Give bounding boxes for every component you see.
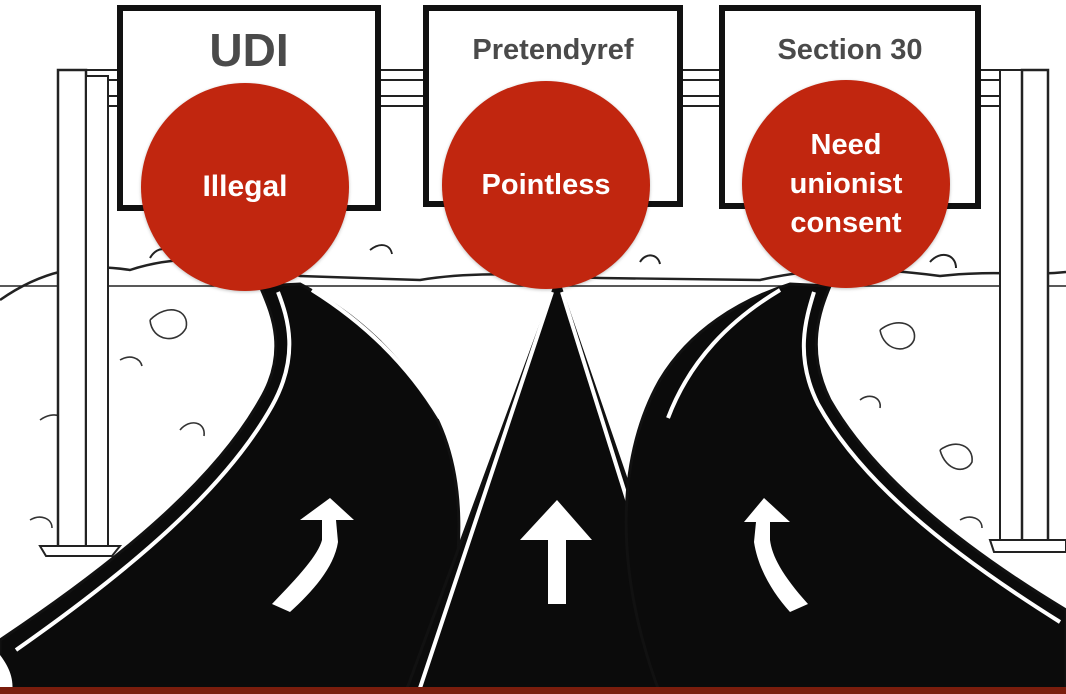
- roads: [0, 282, 1066, 694]
- scrub-marks: [29, 309, 1031, 529]
- verdict-text: Illegal: [202, 170, 288, 203]
- verdict-text: Pointless: [481, 169, 611, 201]
- verdict-badge-illegal: Illegal: [141, 83, 349, 291]
- road-right: [624, 282, 1066, 694]
- bottom-strip: [0, 687, 1066, 694]
- arrow-straight-icon: [520, 500, 592, 604]
- arrow-right-curve-icon: [744, 498, 808, 612]
- arrow-left-curve-icon: [272, 498, 354, 612]
- road-left: [0, 282, 461, 694]
- sign-gantry: [38, 68, 1066, 557]
- sign-label-section-30: Section 30: [777, 34, 923, 66]
- verdict-badge-need-unionist-consent: Need unionist consent: [742, 80, 950, 288]
- verdict-badge-pointless: Pointless: [442, 81, 650, 289]
- sign-label-pretendyref: Pretendyref: [472, 34, 634, 66]
- sign-label-udi: UDI: [209, 24, 289, 76]
- verdict-text: Need unionist consent: [789, 128, 903, 239]
